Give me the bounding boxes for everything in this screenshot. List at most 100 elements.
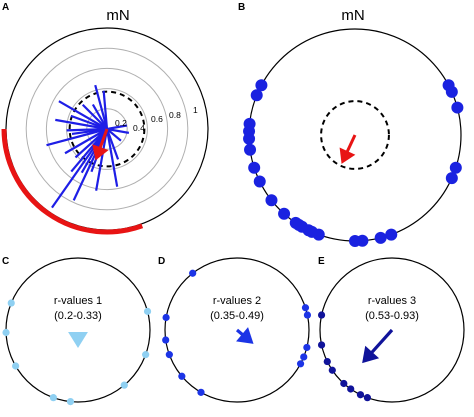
direction-dot (303, 311, 312, 319)
mean-vector-arrow (92, 128, 109, 161)
direction-dot (278, 207, 291, 220)
panel-a: A mN 0.2 0.4 0.6 0.8 1 (1, 2, 209, 235)
direction-dot (328, 366, 336, 374)
r-values-label: r-values 2 (213, 295, 261, 307)
direction-dot (12, 362, 20, 370)
direction-dot (143, 307, 152, 315)
confidence-circle (320, 100, 390, 170)
direction-dot (142, 351, 150, 359)
direction-dot (120, 381, 128, 389)
vector-line (64, 128, 108, 155)
panel-d-letter: D (158, 256, 165, 267)
panel-e-letter: E (318, 256, 325, 267)
direction-dot (296, 360, 305, 368)
direction-dot (244, 143, 257, 156)
vector-line (55, 118, 108, 131)
unit-circle (164, 257, 310, 403)
unit-circle (5, 257, 151, 403)
tick-label: 1 (193, 105, 198, 115)
direction-dot (347, 385, 355, 393)
vector-line (105, 128, 119, 187)
direction-dot (250, 89, 263, 102)
direction-dot (385, 228, 398, 241)
panel-a-title: mN (106, 7, 129, 24)
mean-vector-arrow (68, 332, 88, 348)
r-values-label: r-values 3 (368, 295, 416, 307)
direction-dot (7, 299, 15, 307)
grid-ring (45, 67, 169, 191)
tick-label: 0.2 (115, 118, 127, 128)
vector-line (81, 103, 108, 130)
vector-line (74, 128, 108, 159)
direction-dot (253, 175, 266, 188)
mean-arrow-head (68, 332, 88, 348)
angular-range-arc (1, 128, 144, 235)
mean-vector-arrow (339, 134, 357, 164)
direction-dot (451, 101, 464, 114)
r-values-range: (0.35-0.49) (210, 310, 264, 322)
direction-dot (317, 341, 326, 349)
vector-line (95, 128, 109, 191)
panel-b: B mN (238, 2, 464, 247)
direction-dot (300, 353, 308, 361)
vector-line (66, 127, 108, 132)
mean-arrow-shaft (235, 328, 244, 337)
direction-dot (301, 304, 310, 312)
direction-dot (356, 391, 365, 399)
vector-line (102, 90, 109, 130)
unit-circle (319, 257, 465, 403)
direction-dot (178, 372, 186, 380)
direction-dot (2, 328, 10, 337)
direction-dot (265, 194, 278, 207)
mean-arrow-head (236, 327, 254, 344)
panel-d: D r-values 2 (0.35-0.49) (158, 256, 312, 403)
r-values-range: (0.2-0.33) (54, 310, 102, 322)
direction-dot (162, 336, 170, 344)
vector-line (51, 128, 108, 209)
r-values-label: r-values 1 (54, 295, 102, 307)
tick-label: 0.8 (169, 110, 181, 120)
grid-ring (25, 47, 189, 211)
direction-dot (197, 388, 205, 396)
direction-dot (340, 379, 348, 388)
panel-b-title: mN (341, 7, 364, 24)
direction-dot (374, 231, 387, 244)
vector-line (91, 103, 108, 130)
direction-dots (2, 299, 152, 406)
direction-dot (445, 172, 458, 185)
vector-line (106, 124, 128, 131)
grid-ring (66, 88, 148, 170)
panel-c-letter: C (2, 256, 9, 267)
tick-label: 0.6 (151, 114, 163, 124)
mean-vector-arrow (362, 328, 394, 364)
r-values-range: (0.53-0.93) (365, 310, 419, 322)
confidence-circle (68, 90, 146, 168)
direction-dot (445, 85, 458, 98)
mean-arrow-shaft (345, 134, 357, 153)
direction-dot (303, 343, 311, 352)
mean-arrow-shaft (98, 128, 109, 149)
vector-line (94, 84, 109, 130)
direction-dot (243, 117, 256, 130)
vector-line (58, 100, 108, 130)
direction-dot (323, 357, 331, 366)
direction-dots (317, 311, 371, 402)
radial-tick-labels: 0.2 0.4 0.6 0.8 1 (115, 105, 198, 133)
mean-arrow-head (92, 144, 109, 161)
vector-line (70, 128, 108, 173)
direction-dot (255, 79, 268, 92)
direction-dot (317, 311, 326, 319)
direction-dot (162, 313, 170, 322)
mean-vector-arrow (235, 327, 254, 344)
direction-dot (49, 394, 57, 402)
panel-b-letter: B (238, 2, 245, 13)
direction-dot (248, 161, 261, 174)
direction-dots (162, 269, 312, 396)
direction-dots (243, 79, 464, 247)
mean-arrow-head (339, 147, 356, 164)
vector-line (46, 127, 108, 147)
mean-arrow-head (362, 345, 380, 364)
panel-e: E r-values 3 (0.53-0.93) (317, 256, 465, 403)
vector-line (106, 128, 122, 142)
